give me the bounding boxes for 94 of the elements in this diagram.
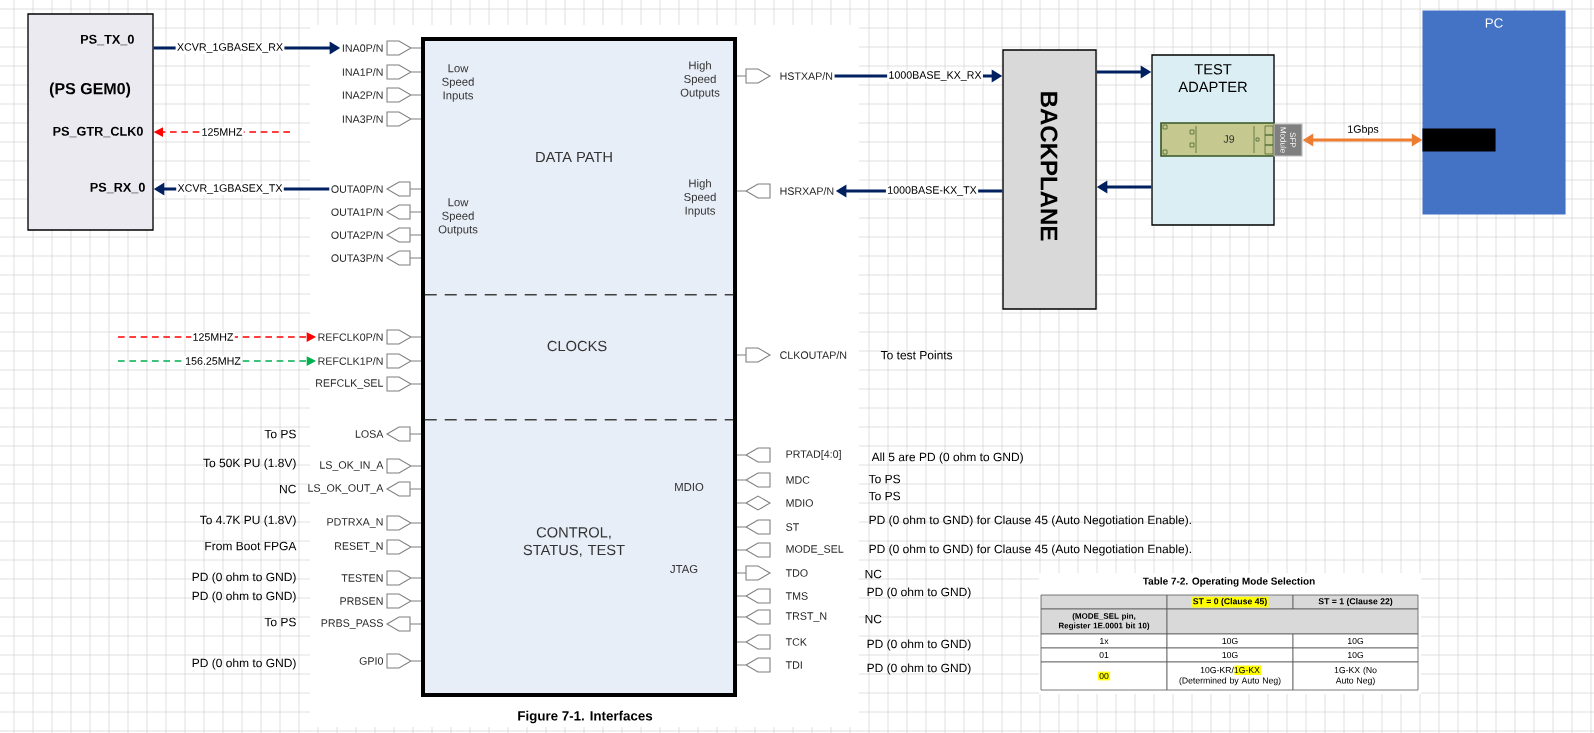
- pin-label: LS_OK_IN_A: [320, 461, 384, 471]
- note-text: PD (0 ohm to GND): [867, 663, 971, 675]
- connector-picture: J9: [1160, 122, 1275, 157]
- note-text: PD (0 ohm to GND) for Clause 45 (Auto Negotiation Enable).: [869, 515, 1191, 527]
- pin-label: TRST_N: [785, 612, 827, 622]
- edge-label: 125MHZ: [191, 331, 235, 343]
- pin-label: INA1P/N: [342, 68, 383, 76]
- note-text: NC: [865, 614, 882, 624]
- note-text: NC: [280, 484, 296, 494]
- pin-label: LOSA: [355, 430, 384, 438]
- note-text: To PS: [264, 617, 296, 627]
- block-title: (PS GEM0): [49, 82, 131, 98]
- pin-label: OUTA2P/N: [331, 231, 383, 239]
- pin-label: OUTA3P/N: [331, 254, 383, 262]
- pin-label: PRBSEN: [340, 597, 383, 605]
- note-text: PD (0 ohm to GND): [192, 572, 296, 584]
- pin-label: MDC: [786, 476, 810, 484]
- pin-label: TMS: [785, 592, 808, 600]
- pin-label: ST: [786, 523, 799, 531]
- backplane-box: BACKPLANE: [1002, 49, 1097, 310]
- note-text: PD (0 ohm to GND): [867, 639, 971, 651]
- device-box: [1422, 128, 1496, 152]
- table-cell: (MODE_SEL pin, Register 1E.0001 bit 10): [1040, 608, 1168, 635]
- note-text: PD (0 ohm to GND): [192, 658, 296, 670]
- edge-label: 1000BASE-KX_TX: [885, 184, 979, 198]
- pin-label: TCK: [785, 638, 807, 646]
- table-cell: 1G-KX (No Auto Neg): [1292, 661, 1419, 691]
- group-label: High Speed Outputs: [680, 61, 720, 99]
- group-label: High Speed Inputs: [684, 179, 716, 217]
- note-text: From Boot FPGA: [205, 541, 297, 551]
- pin-label: INA0P/N: [342, 44, 383, 52]
- signal-label: PS_RX_0: [90, 182, 145, 194]
- table-cell: 10G: [1166, 633, 1294, 649]
- note-text: To 4.7K PU (1.8V): [199, 515, 296, 527]
- table-cell: 10G: [1292, 647, 1419, 663]
- pin-label: HSRXAP/N: [780, 187, 834, 195]
- table-cell: 10G: [1166, 647, 1294, 663]
- edge-label: XCVR_1GBASEX_RX: [175, 41, 285, 55]
- pin-label: PRTAD[4:0]: [786, 450, 841, 460]
- note-text: PD (0 ohm to GND) for Clause 45 (Auto Negotiation Enable).: [869, 544, 1191, 556]
- group-label: MDIO: [675, 483, 704, 491]
- note-text: To test Points: [880, 350, 953, 360]
- note-text: To PS: [868, 474, 901, 484]
- note-text: NC: [865, 569, 882, 579]
- note-text: All 5 are PD (0 ohm to GND): [871, 452, 1023, 464]
- module-box: SFP Module: [1273, 123, 1303, 157]
- chip-outline: [421, 37, 737, 697]
- pin-label: OUTA1P/N: [331, 208, 383, 216]
- table-cell: 00: [1040, 661, 1168, 691]
- node-label: CLOCKS: [547, 340, 607, 352]
- pin-label: TDO: [785, 569, 808, 577]
- pin-label: OUTA0P/N: [331, 185, 383, 193]
- group-label: JTAG: [670, 565, 698, 573]
- pin-label: TESTEN: [341, 574, 383, 582]
- pin-label: REFCLK_SEL: [316, 379, 384, 389]
- table-cell: 01: [1040, 647, 1168, 663]
- table-cell: 10G: [1292, 633, 1419, 649]
- table-cell: 1x: [1040, 633, 1168, 649]
- note-text: To 50K PU (1.8V): [203, 458, 296, 470]
- pin-label: PRBS_PASS: [321, 619, 383, 629]
- pin-label: MODE_SEL: [786, 545, 844, 555]
- pin-label: TDI: [785, 661, 802, 669]
- signal-label: PS_TX_0: [81, 34, 134, 46]
- computer-box: PC: [1422, 10, 1566, 215]
- pin-label: MDIO: [786, 499, 813, 507]
- block-box: [27, 13, 154, 231]
- pin-label: GPI0: [359, 657, 383, 665]
- note-text: PD (0 ohm to GND): [192, 591, 296, 603]
- section-band: CLOCKS: [424, 294, 734, 420]
- pin-label: REFCLK0P/N: [318, 333, 383, 341]
- group-label: Low Speed Outputs: [438, 198, 478, 236]
- section-title: DATA PATH: [536, 151, 612, 163]
- figure-caption: Figure 7-1. Interfaces: [518, 710, 653, 724]
- group-label: Low Speed Inputs: [442, 64, 474, 102]
- note-text: To PS: [868, 491, 901, 501]
- note-text: PD (0 ohm to GND): [867, 587, 971, 599]
- pin-label: PDTRXA_N: [327, 518, 383, 528]
- pin-label: REFCLK1P/N: [318, 357, 383, 365]
- pin-label: CLKOUTAP/N: [780, 351, 847, 359]
- edge-label: 1000BASE_KX_RX: [887, 69, 983, 83]
- signal-label: PS_GTR_CLK0: [53, 126, 143, 138]
- section-title: CONTROL, STATUS, TEST: [523, 527, 625, 557]
- pin-label: RESET_N: [335, 542, 383, 552]
- pin-label: INA2P/N: [342, 91, 383, 99]
- table-cell: ST = 1 (Clause 22): [1292, 594, 1419, 610]
- pin-label: INA3P/N: [342, 115, 383, 123]
- pin-label: HSTXAP/N: [780, 72, 833, 80]
- edge-label: XCVR_1GBASEX_TX: [176, 182, 284, 196]
- edge-label: 125MHZ: [200, 126, 244, 138]
- note-text: To PS: [264, 429, 296, 439]
- edge-label: 156.25MHZ: [183, 355, 243, 367]
- pin-label: LS_OK_OUT_A: [308, 484, 384, 494]
- table-title: Table 7-2. Operating Mode Selection: [1142, 577, 1315, 587]
- table-cell: ST = 0 (Clause 45): [1166, 594, 1294, 610]
